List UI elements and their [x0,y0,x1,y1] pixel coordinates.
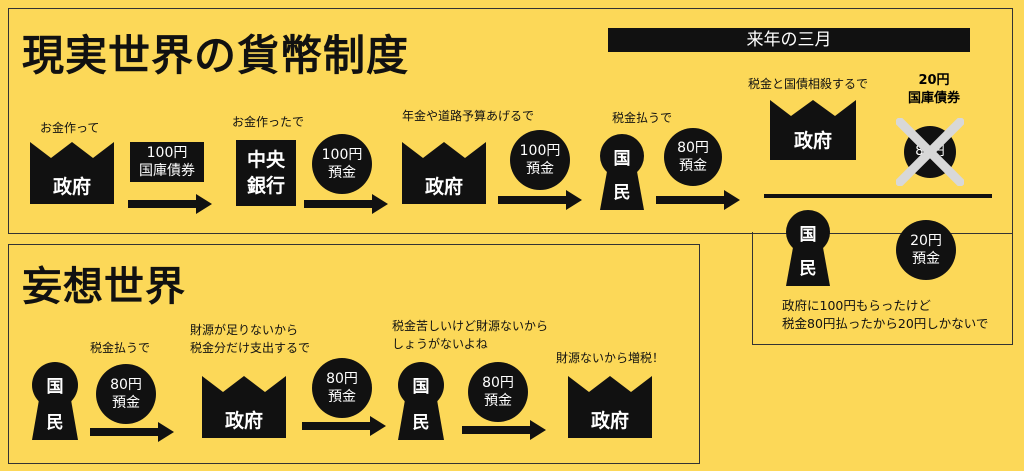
real-step4-caption: 税金払うで [612,111,673,125]
next-year-note-2: 税金80円払ったから20円しかないで [782,316,989,331]
next-year-government-crown: 政府 [770,100,856,160]
right-arrow-icon [656,190,740,210]
real-deposit-coin-2: 100円 預金 [510,130,570,190]
keyhole-person-icon [32,362,78,440]
fantasy-deposit-coin-2: 80円 預金 [312,358,372,418]
real-bond-bill: 100円 国庫債券 [130,142,204,182]
fantasy-deposit-coin-1: 80円 預金 [96,364,156,424]
fantasy-government-crown-2: 政府 [568,376,652,438]
next-year-deposit-coin: 20円 預金 [896,220,956,280]
crown-icon [30,142,114,204]
divider-line [764,194,992,198]
real-citizen: 国 民 [600,134,644,210]
central-bank-box: 中央 銀行 [236,140,296,206]
real-step1-caption: お金作って [40,121,100,135]
keyhole-person-icon [600,134,644,210]
right-arrow-icon [498,190,582,210]
fantasy-step4-caption: 財源ないから増税！ [556,351,665,365]
cross-icon [896,118,964,186]
fantasy-step3-caption-2: しょうがないよね [392,337,488,351]
bond-type: 国庫債券 [139,163,195,179]
real-government-crown-2: 政府 [402,142,486,204]
fantasy-world-frame [8,244,700,464]
fantasy-government-crown-1: 政府 [202,376,286,438]
fantasy-deposit-coin-3: 80円 預金 [468,362,528,422]
crown-icon [402,142,486,204]
bond-20-caption: 20円 国庫債券 [907,73,960,106]
crown-icon [202,376,286,438]
next-year-note-1: 政府に100円もらったけど [782,298,931,313]
right-arrow-icon [128,194,212,214]
fantasy-step2-caption-2: 税金分だけ支出するで [190,341,311,355]
right-arrow-icon [302,416,386,436]
crown-icon [568,376,652,438]
real-deposit-coin-1: 100円 預金 [312,134,372,194]
real-world-frame [8,8,1013,234]
bond-amount: 100円 [146,145,188,161]
real-deposit-coin-3: 80円 預金 [664,128,722,186]
fantasy-step2-caption-1: 財源が足りないから [190,323,299,337]
crown-icon [770,100,856,160]
fantasy-citizen-1: 国 民 [32,362,78,440]
offset-caption: 税金と国債相殺するで [748,77,869,91]
next-year-banner: 来年の三月 [608,28,970,52]
real-step2-caption: お金作ったで [232,115,305,129]
fantasy-citizen-2: 国 民 [398,362,444,440]
keyhole-person-icon [786,210,830,286]
right-arrow-icon [304,194,388,214]
fantasy-world-title: 妄想世界 [22,264,186,310]
keyhole-person-icon [398,362,444,440]
fantasy-step1-caption: 税金払うで [90,341,151,355]
real-step3-caption: 年金や道路予算あげるで [402,109,535,123]
right-arrow-icon [462,420,546,440]
next-year-frame [752,232,1013,345]
real-world-title: 現実世界の貨幣制度 [22,31,410,80]
real-government-crown: 政府 [30,142,114,204]
fantasy-step3-caption-1: 税金苦しいけど財源ないから [392,319,549,333]
next-year-citizen: 国 民 [786,210,830,286]
right-arrow-icon [90,422,174,442]
